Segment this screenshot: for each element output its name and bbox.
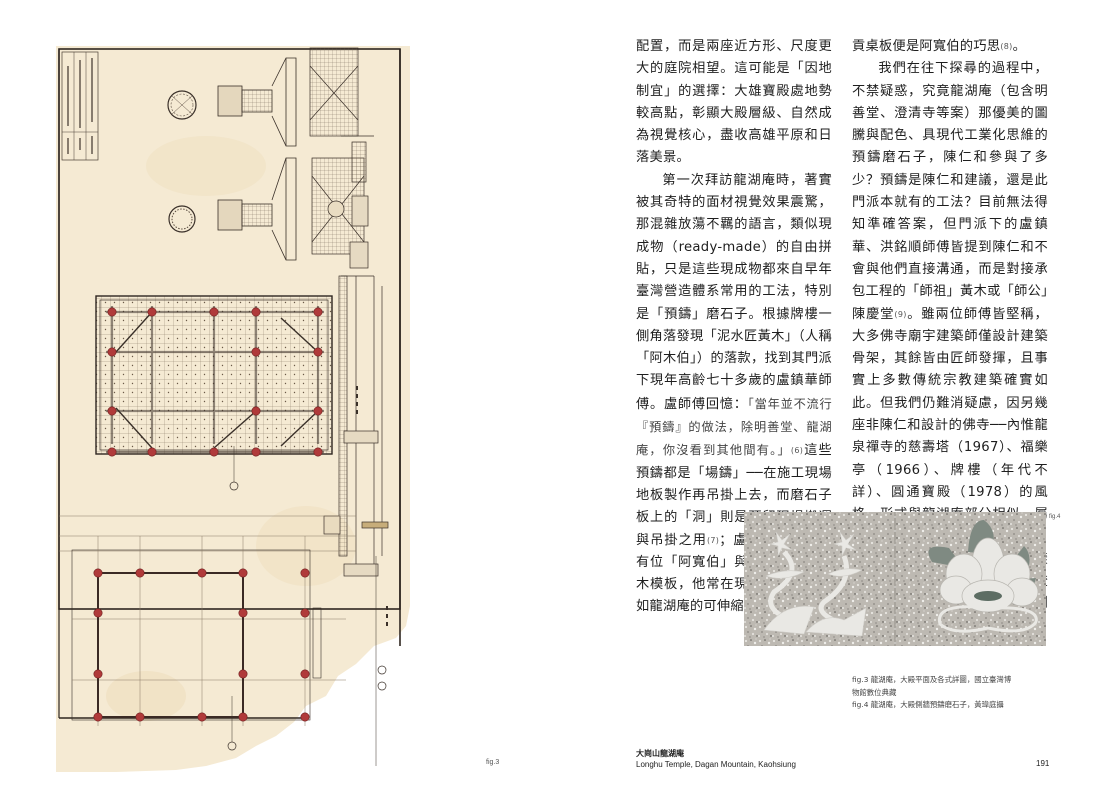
caption-line: fig.4 龍湖庵，大殿側牆預鑄磨石子，黃瑋庭攝 [852, 700, 1004, 709]
footnote-marker: (7) [706, 535, 720, 545]
blueprint-figure [56, 46, 410, 772]
figure-tag: fig.4 [1049, 514, 1061, 520]
footnote-marker: (8) [1000, 42, 1013, 51]
blueprint-drawing [56, 46, 410, 772]
paragraph: 貢桌板便是阿寬伯的巧思(8)。 [852, 39, 1027, 54]
caption-line: 物館數位典藏 [852, 687, 897, 697]
figure-label: fig.3 [486, 759, 500, 766]
page-number: 191 [1036, 759, 1050, 768]
paragraph: 第一次拜訪龍湖庵時，著實被其奇特的面材視覺效果震驚，那混雜放蕩不羈的語言，類似現… [636, 172, 832, 615]
text-column-1: 配置，而是兩座近方形、尺度更大的庭院相望。這可能是「因地制宜」的選擇：大雄寶殿處… [636, 36, 832, 619]
terrazzo-photo [744, 512, 1046, 646]
column-markers [107, 307, 323, 457]
paragraph: 配置，而是兩座近方形、尺度更大的庭院相望。這可能是「因地制宜」的選擇：大雄寶殿處… [636, 39, 832, 166]
terrazzo-image [744, 512, 1046, 646]
footer-title-zh: 大崗山龍湖庵 [636, 749, 684, 758]
caption-line: fig.3 龍湖庵，大殿平面及各式詳圖，國立臺灣博 [852, 675, 1012, 684]
figure-captions: fig.3 龍湖庵，大殿平面及各式詳圖，國立臺灣博 物館數位典藏 fig.4 龍… [852, 672, 1052, 713]
interview-quote: 「當年並不流行『預鑄』的做法，除明善堂、龍湖庵，你沒看到其他間有。」 [636, 396, 832, 458]
footnote-marker: (9) [894, 309, 907, 319]
running-footer: 大崗山龍湖庵 Longhu Temple, Dagan Mountain, Ka… [636, 748, 796, 770]
footer-title-en: Longhu Temple, Dagan Mountain, Kaohsiung [636, 760, 796, 769]
footnote-marker: (6) [790, 446, 804, 456]
